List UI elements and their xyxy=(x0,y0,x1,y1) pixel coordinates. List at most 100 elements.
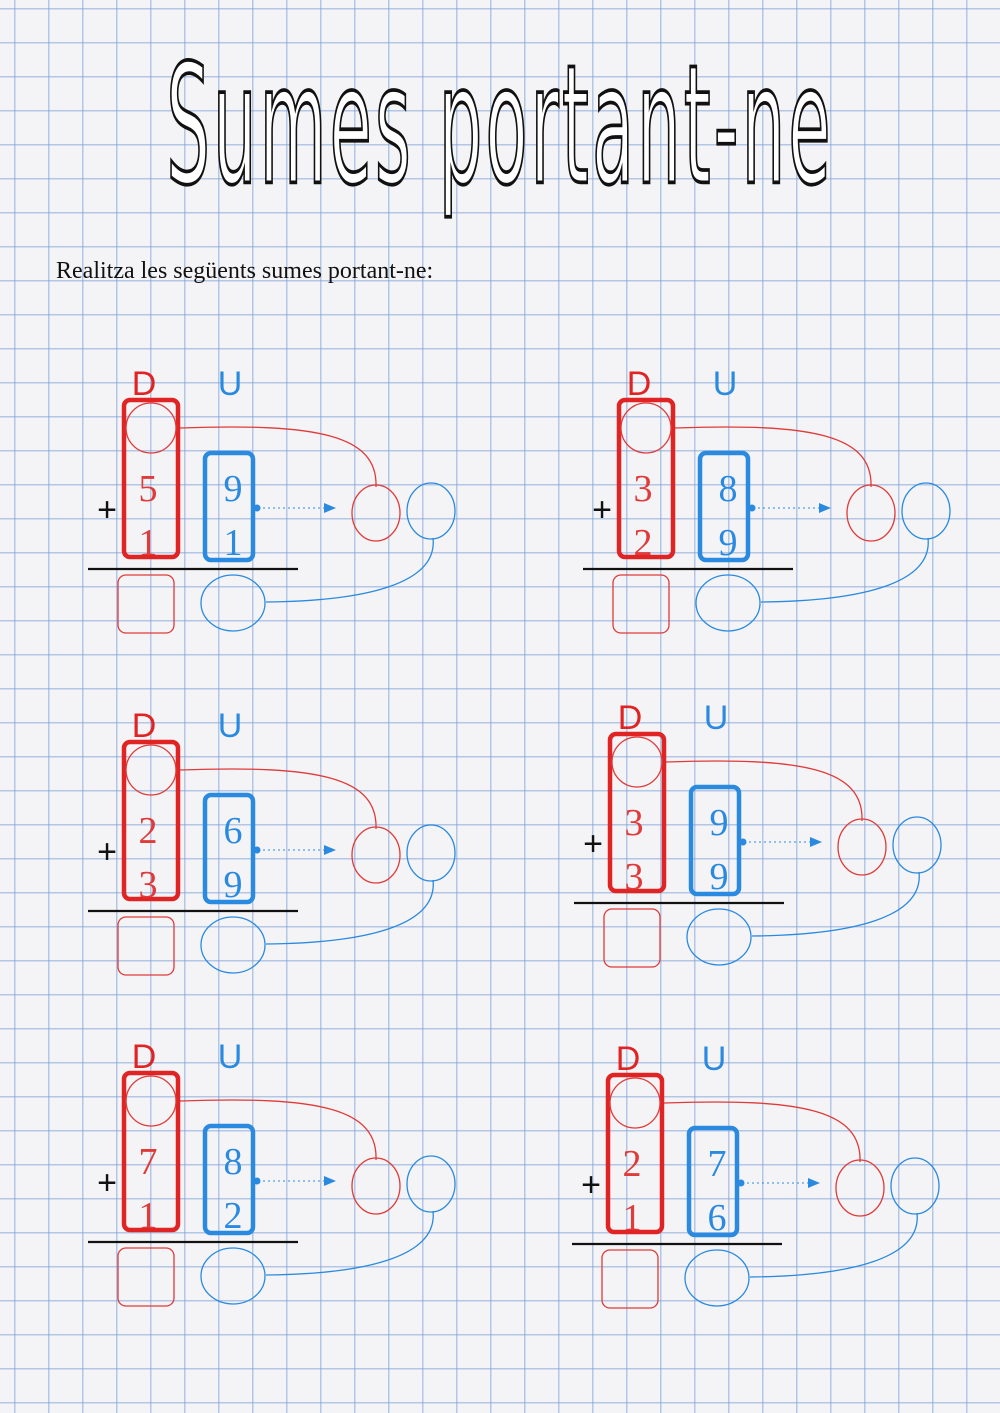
tens-bottom-digit: 3 xyxy=(624,856,644,898)
carry-circle[interactable] xyxy=(609,1077,661,1129)
tens-column-box xyxy=(121,397,181,560)
tens-label: D xyxy=(617,699,643,737)
tens-answer-box[interactable] xyxy=(117,574,175,634)
plus-sign: + xyxy=(581,1166,601,1204)
units-answer-circle[interactable] xyxy=(684,1249,750,1307)
carry-circle[interactable] xyxy=(125,402,177,454)
units-label: U xyxy=(701,1040,727,1078)
carry-circle[interactable] xyxy=(125,1075,177,1127)
tens-column-box xyxy=(121,1070,181,1233)
units-label: U xyxy=(217,707,243,745)
tens-column-box xyxy=(607,731,667,894)
arrow-head xyxy=(324,1176,336,1186)
arrow-head xyxy=(808,1178,820,1188)
units-result-circle[interactable] xyxy=(901,482,951,540)
arrow-head xyxy=(819,503,831,513)
tens-label: D xyxy=(131,707,157,745)
tens-column-box xyxy=(605,1072,665,1235)
units-label: U xyxy=(217,365,243,403)
carry-result-circle[interactable] xyxy=(835,1159,885,1217)
carry-circle[interactable] xyxy=(611,736,663,788)
units-top-digit: 7 xyxy=(707,1143,727,1185)
units-label: U xyxy=(217,1038,243,1076)
tens-answer-box[interactable] xyxy=(117,1247,175,1307)
tens-answer-box[interactable] xyxy=(601,1249,659,1309)
units-bottom-digit: 9 xyxy=(223,864,243,906)
exercise-drawing xyxy=(574,731,942,968)
carry-result-circle[interactable] xyxy=(351,826,401,884)
tens-top-digit: 2 xyxy=(138,810,158,852)
addition-exercise: D U + 3 2 8 9 xyxy=(583,345,983,635)
units-bottom-digit: 6 xyxy=(707,1197,727,1239)
units-column-box xyxy=(202,1123,256,1236)
units-column-box xyxy=(697,450,751,563)
addition-exercise: D U + 2 1 7 6 xyxy=(572,1020,972,1310)
tens-bottom-digit: 1 xyxy=(138,522,158,564)
addition-exercise: D U + 5 1 9 1 xyxy=(88,345,488,635)
tens-top-digit: 5 xyxy=(138,468,158,510)
tens-bottom-digit: 1 xyxy=(138,1195,158,1237)
tens-bottom-digit: 2 xyxy=(633,522,653,564)
tens-top-digit: 3 xyxy=(633,468,653,510)
units-result-circle[interactable] xyxy=(892,816,942,874)
carry-result-circle[interactable] xyxy=(351,484,401,542)
carry-result-circle[interactable] xyxy=(837,818,887,876)
plus-sign: + xyxy=(97,491,117,529)
arrow-head xyxy=(324,503,336,513)
tens-answer-box[interactable] xyxy=(603,908,661,968)
units-result-circle[interactable] xyxy=(406,1155,456,1213)
units-answer-circle[interactable] xyxy=(695,574,761,632)
tens-top-digit: 7 xyxy=(138,1141,158,1183)
tens-top-digit: 2 xyxy=(622,1143,642,1185)
plus-sign: + xyxy=(583,825,603,863)
tens-label: D xyxy=(626,365,652,403)
units-top-digit: 9 xyxy=(709,802,729,844)
tens-label: D xyxy=(131,1038,157,1076)
exercise-drawing xyxy=(88,739,456,976)
exercise-drawing xyxy=(583,397,951,634)
units-answer-circle[interactable] xyxy=(686,908,752,966)
exercise-drawing xyxy=(88,397,456,634)
carry-circle[interactable] xyxy=(620,402,672,454)
tens-label: D xyxy=(131,365,157,403)
units-column-box xyxy=(202,792,256,905)
units-bottom-digit: 9 xyxy=(709,856,729,898)
units-result-circle[interactable] xyxy=(890,1157,940,1215)
addition-exercise: D U + 3 3 9 9 xyxy=(574,679,974,969)
units-result-circle[interactable] xyxy=(406,482,456,540)
units-column-box xyxy=(202,450,256,563)
plus-sign: + xyxy=(592,491,612,529)
units-result-circle[interactable] xyxy=(406,824,456,882)
tens-bottom-digit: 3 xyxy=(138,864,158,906)
units-top-digit: 9 xyxy=(223,468,243,510)
units-column-box xyxy=(688,784,742,897)
instructions-text: Realitza les següents sumes portant-ne: xyxy=(56,258,434,284)
plus-sign: + xyxy=(97,833,117,871)
arrow-head xyxy=(324,845,336,855)
units-answer-circle[interactable] xyxy=(200,1247,266,1305)
units-bottom-digit: 1 xyxy=(223,522,243,564)
carry-result-circle[interactable] xyxy=(351,1157,401,1215)
exercise-drawing xyxy=(88,1070,456,1307)
units-answer-circle[interactable] xyxy=(200,916,266,974)
tens-column-box xyxy=(616,397,676,560)
units-bottom-digit: 9 xyxy=(718,522,738,564)
exercise-drawing xyxy=(572,1072,940,1309)
carry-result-circle[interactable] xyxy=(846,484,896,542)
tens-top-digit: 3 xyxy=(624,802,644,844)
tens-bottom-digit: 1 xyxy=(622,1197,642,1239)
units-answer-circle[interactable] xyxy=(200,574,266,632)
units-top-digit: 8 xyxy=(223,1141,243,1183)
carry-circle[interactable] xyxy=(125,744,177,796)
units-top-digit: 8 xyxy=(718,468,738,510)
units-label: U xyxy=(703,699,729,737)
units-bottom-digit: 2 xyxy=(223,1195,243,1237)
tens-label: D xyxy=(615,1040,641,1078)
tens-answer-box[interactable] xyxy=(117,916,175,976)
addition-exercise: D U + 7 1 8 2 xyxy=(88,1018,488,1308)
tens-column-box xyxy=(121,739,181,902)
units-label: U xyxy=(712,365,738,403)
tens-answer-box[interactable] xyxy=(612,574,670,634)
units-column-box xyxy=(686,1125,740,1238)
arrow-head xyxy=(810,837,822,847)
